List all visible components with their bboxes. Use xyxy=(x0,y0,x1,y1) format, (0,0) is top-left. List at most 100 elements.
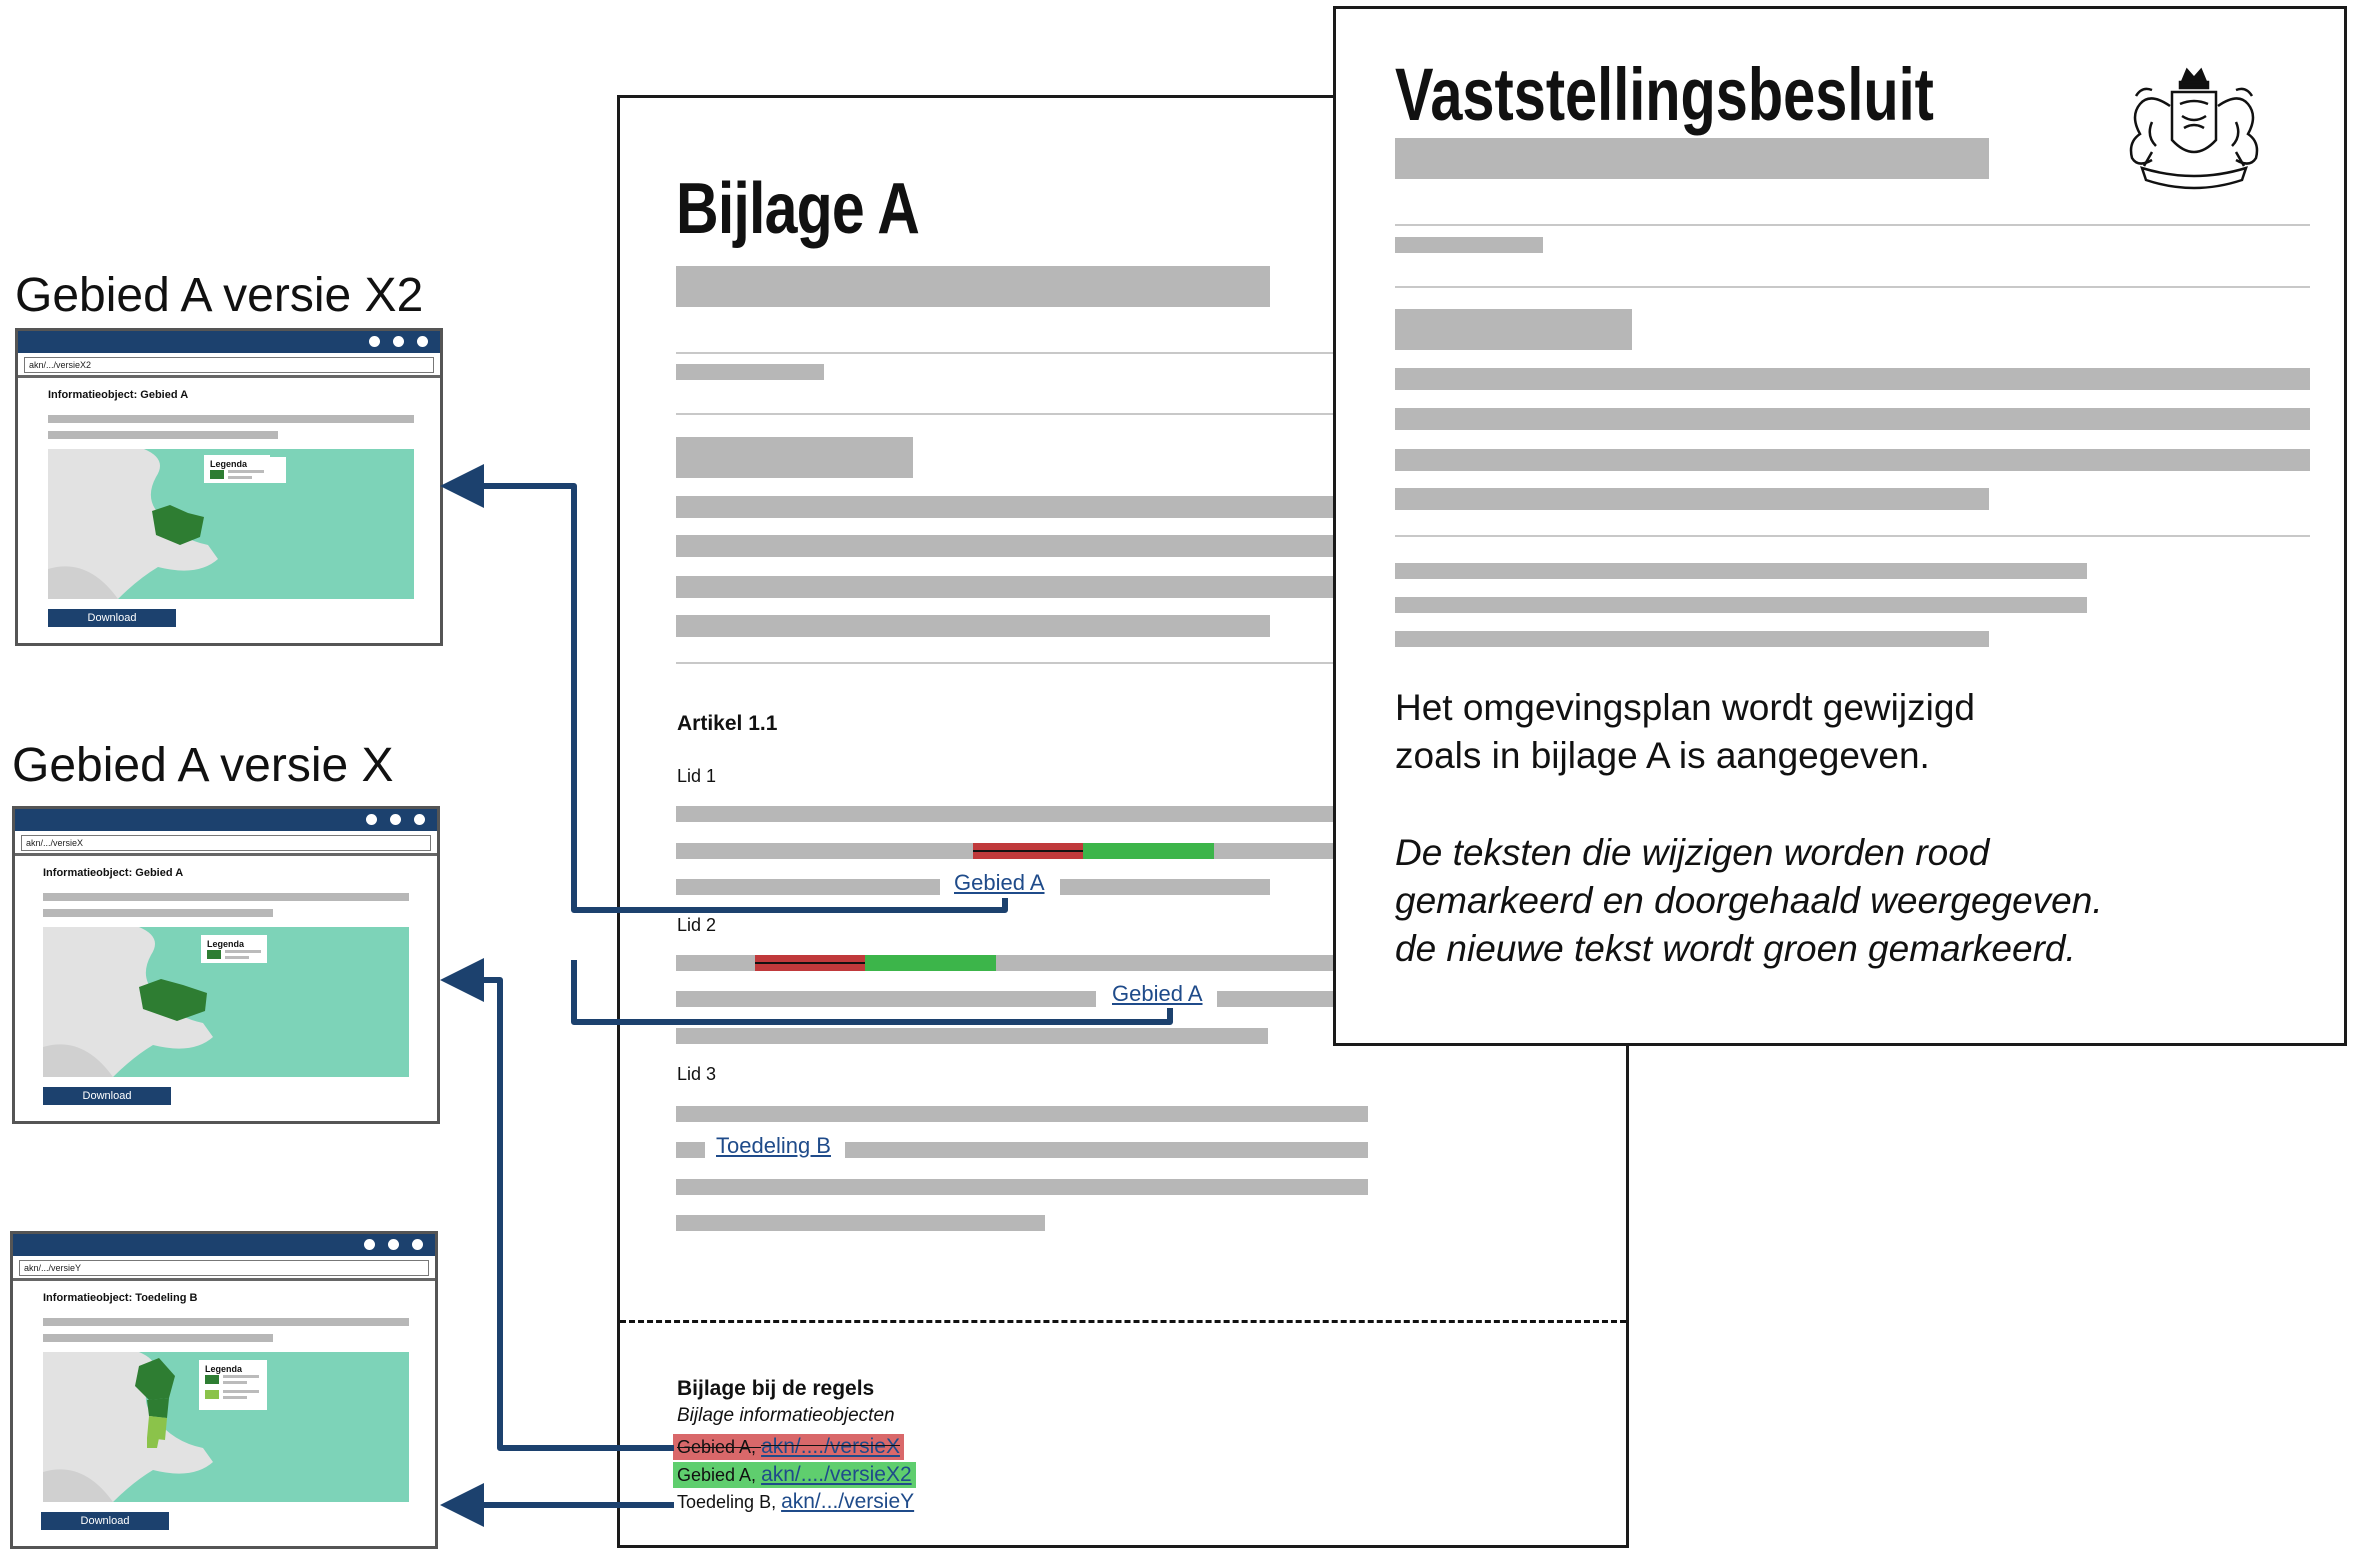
appendix-ref-removed: Gebied A, akn/..../versieX xyxy=(673,1434,904,1460)
ref-added-prefix: Gebied A, xyxy=(677,1465,762,1485)
informatieobject-title: Informatieobject: Gebied A xyxy=(43,867,184,879)
window-titlebar xyxy=(15,809,437,831)
placeholder-bar xyxy=(676,1215,1045,1231)
arrowhead-icon xyxy=(440,958,484,1002)
placeholder-bar xyxy=(1395,408,2310,430)
placeholder-bar xyxy=(1060,879,1270,895)
placeholder-bar xyxy=(676,576,1336,598)
placeholder-bar xyxy=(676,879,940,895)
besluit-title: Vaststellingsbesluit xyxy=(1395,53,1934,136)
window-dot-icon[interactable] xyxy=(369,336,380,347)
placeholder-bar xyxy=(1395,597,2087,613)
window-dot-icon[interactable] xyxy=(412,1239,423,1250)
map-legend-box: Legenda xyxy=(204,455,270,483)
area-toedeling-light xyxy=(147,1438,159,1448)
window-dot-icon[interactable] xyxy=(414,814,425,825)
vaststellingsbesluit-document xyxy=(1333,6,2347,1046)
besluit-note-line-1: De teksten die wijzigen worden rood xyxy=(1395,832,1990,873)
placeholder-bar xyxy=(1395,138,1989,179)
placeholder-bar xyxy=(1395,368,2310,390)
window-titlebar xyxy=(13,1234,435,1256)
placeholder-bar xyxy=(676,843,973,859)
added-text-marker xyxy=(865,955,996,971)
divider xyxy=(676,662,1336,664)
placeholder-bar xyxy=(1395,309,1632,350)
artikel-heading: Artikel 1.1 xyxy=(677,712,778,735)
besluit-note: De teksten die wijzigen worden rood gema… xyxy=(1395,829,2103,973)
url-bar[interactable]: akn/.../versieX2 xyxy=(24,357,434,373)
legend-line xyxy=(225,956,249,959)
placeholder-bar xyxy=(676,1179,1368,1195)
legend-line xyxy=(223,1390,259,1393)
gebied-a-link-2[interactable]: Gebied A xyxy=(1112,981,1203,1006)
placeholder-bar xyxy=(676,496,1336,518)
placeholder-bar xyxy=(676,1106,1368,1122)
placeholder-bar xyxy=(676,1142,705,1158)
added-text-marker xyxy=(1083,843,1214,859)
removed-text-marker xyxy=(973,843,1083,859)
divider xyxy=(1395,535,2310,537)
download-button[interactable]: Download xyxy=(48,609,176,627)
lid-1-label: Lid 1 xyxy=(677,766,717,786)
window-separator xyxy=(13,1278,435,1281)
ref-added-link[interactable]: akn/..../versieX2 xyxy=(761,1463,912,1486)
placeholder-bar xyxy=(1395,237,1543,253)
legend-title: Legenda xyxy=(210,459,248,469)
window-dot-icon[interactable] xyxy=(417,336,428,347)
window-dot-icon[interactable] xyxy=(364,1239,375,1250)
placeholder-bar xyxy=(845,1142,1368,1158)
arrowhead-icon xyxy=(440,1483,484,1527)
placeholder-bar xyxy=(676,955,755,971)
legend-line xyxy=(228,470,264,473)
appendix-subheading: Bijlage informatieobjecten xyxy=(677,1405,895,1426)
besluit-body-line-1: Het omgevingsplan wordt gewijzigd xyxy=(1395,687,1975,728)
informatieobject-title: Informatieobject: Gebied A xyxy=(48,389,189,401)
placeholder-bar xyxy=(1395,631,1989,647)
divider xyxy=(1395,224,2310,226)
map-legend-box: Legenda xyxy=(199,1360,267,1410)
placeholder-bar xyxy=(676,364,824,380)
window-dot-icon[interactable] xyxy=(366,814,377,825)
besluit-note-line-3: de nieuwe tekst wordt groen gemarkeerd. xyxy=(1395,928,2076,969)
area-toedeling-light xyxy=(147,1416,167,1440)
besluit-body-line-2: zoals in bijlage A is aangegeven. xyxy=(1395,735,1930,776)
removed-text-marker xyxy=(755,955,865,971)
appendix-heading: Bijlage bij de regels xyxy=(677,1377,875,1400)
window-dot-icon[interactable] xyxy=(390,814,401,825)
appendix-ref-toedeling: Toedeling B, akn/.../versieY xyxy=(677,1490,914,1514)
placeholder-bar xyxy=(43,893,409,901)
ref-removed-link[interactable]: akn/..../versieX xyxy=(761,1435,900,1458)
placeholder-bar xyxy=(676,437,913,478)
url-bar[interactable]: akn/.../versieX xyxy=(21,835,431,851)
ref-toedeling-prefix: Toedeling B, xyxy=(677,1492,782,1512)
map-svg xyxy=(43,1352,213,1502)
toedeling-b-link[interactable]: Toedeling B xyxy=(716,1133,831,1158)
download-button[interactable]: Download xyxy=(43,1087,171,1105)
placeholder-bar xyxy=(1395,488,1989,510)
placeholder-bar xyxy=(676,991,1096,1007)
map-svg xyxy=(43,927,213,1077)
divider xyxy=(676,352,1336,354)
placeholder-bar xyxy=(676,1028,1268,1044)
ref-toedeling-link[interactable]: akn/.../versieY xyxy=(781,1490,915,1513)
area-toedeling-dark xyxy=(147,1398,169,1418)
placeholder-bar xyxy=(1395,449,2310,471)
window-separator xyxy=(15,853,437,856)
download-button[interactable]: Download xyxy=(41,1512,169,1530)
legend-swatch xyxy=(207,950,221,959)
map-legend-box: Legenda xyxy=(201,935,267,963)
url-bar[interactable]: akn/.../versieY xyxy=(19,1260,429,1276)
placeholder-bar xyxy=(43,1334,273,1342)
appendix-separator xyxy=(620,1320,1626,1323)
gebied-a-link-1[interactable]: Gebied A xyxy=(954,870,1045,895)
informatieobject-title: Informatieobject: Toedeling B xyxy=(43,1292,198,1304)
window-dot-icon[interactable] xyxy=(393,336,404,347)
window-separator xyxy=(18,375,440,378)
browser-window-x2: akn/.../versieX2 Informatieobject: Gebie… xyxy=(15,328,443,646)
divider xyxy=(1395,286,2310,288)
area-gebied-a xyxy=(139,979,207,1021)
coat-of-arms-logo xyxy=(2129,67,2259,190)
legend-swatch xyxy=(205,1375,219,1384)
window-dot-icon[interactable] xyxy=(388,1239,399,1250)
placeholder-bar xyxy=(676,535,1336,557)
